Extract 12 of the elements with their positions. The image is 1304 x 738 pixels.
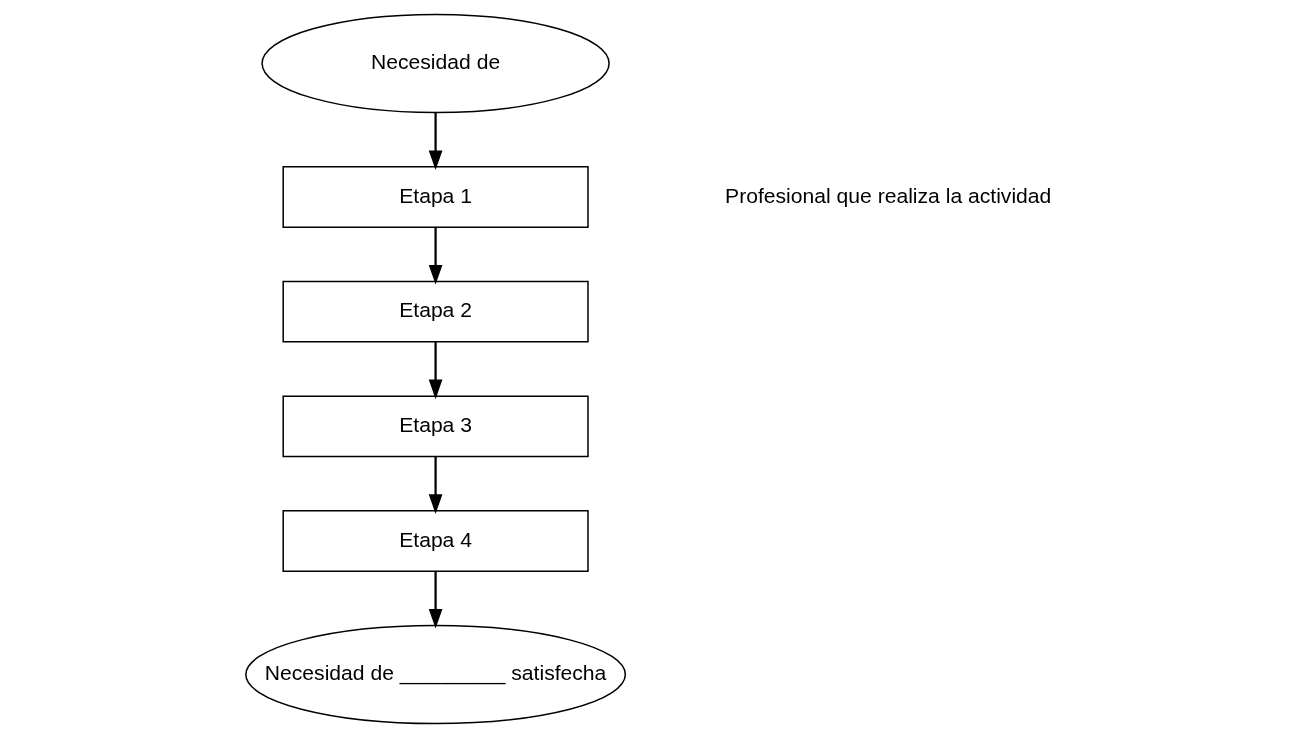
arrow — [428, 227, 443, 285]
node-box: Etapa 2 — [282, 280, 589, 343]
arrow — [428, 456, 443, 514]
node-box: Etapa 3 — [282, 395, 589, 458]
arrow — [428, 341, 443, 400]
node-ellipse: Necesidad de _________ satisfecha — [245, 624, 627, 725]
node-ellipse: Necesidad de — [261, 13, 610, 114]
node-box: Etapa 1 — [282, 166, 589, 228]
arrow — [428, 112, 443, 171]
node-box: Etapa 4 — [282, 510, 589, 572]
label: Profesional que realiza la actividad — [725, 183, 1052, 207]
arrow — [428, 571, 443, 629]
